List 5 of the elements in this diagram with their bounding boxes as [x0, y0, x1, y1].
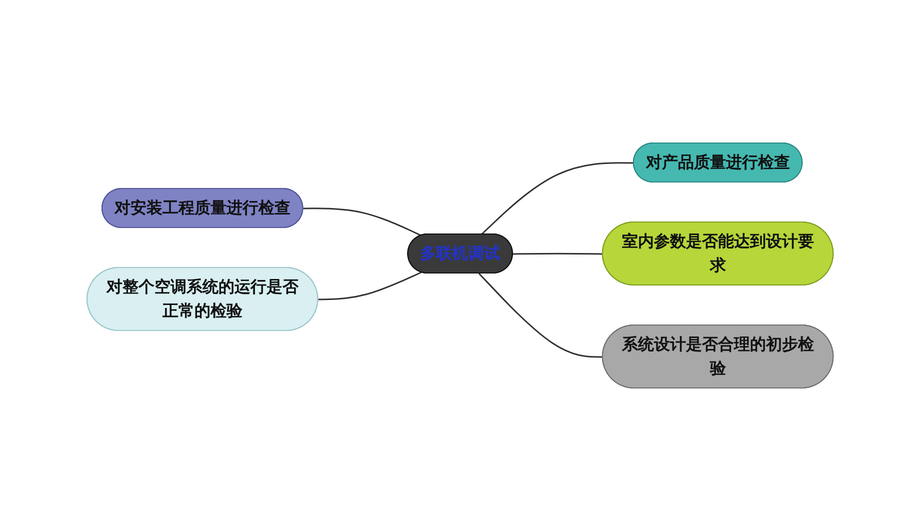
connector — [318, 271, 422, 300]
connector — [512, 252, 603, 254]
connector — [303, 207, 422, 236]
connector — [478, 272, 603, 358]
connector — [480, 162, 634, 235]
